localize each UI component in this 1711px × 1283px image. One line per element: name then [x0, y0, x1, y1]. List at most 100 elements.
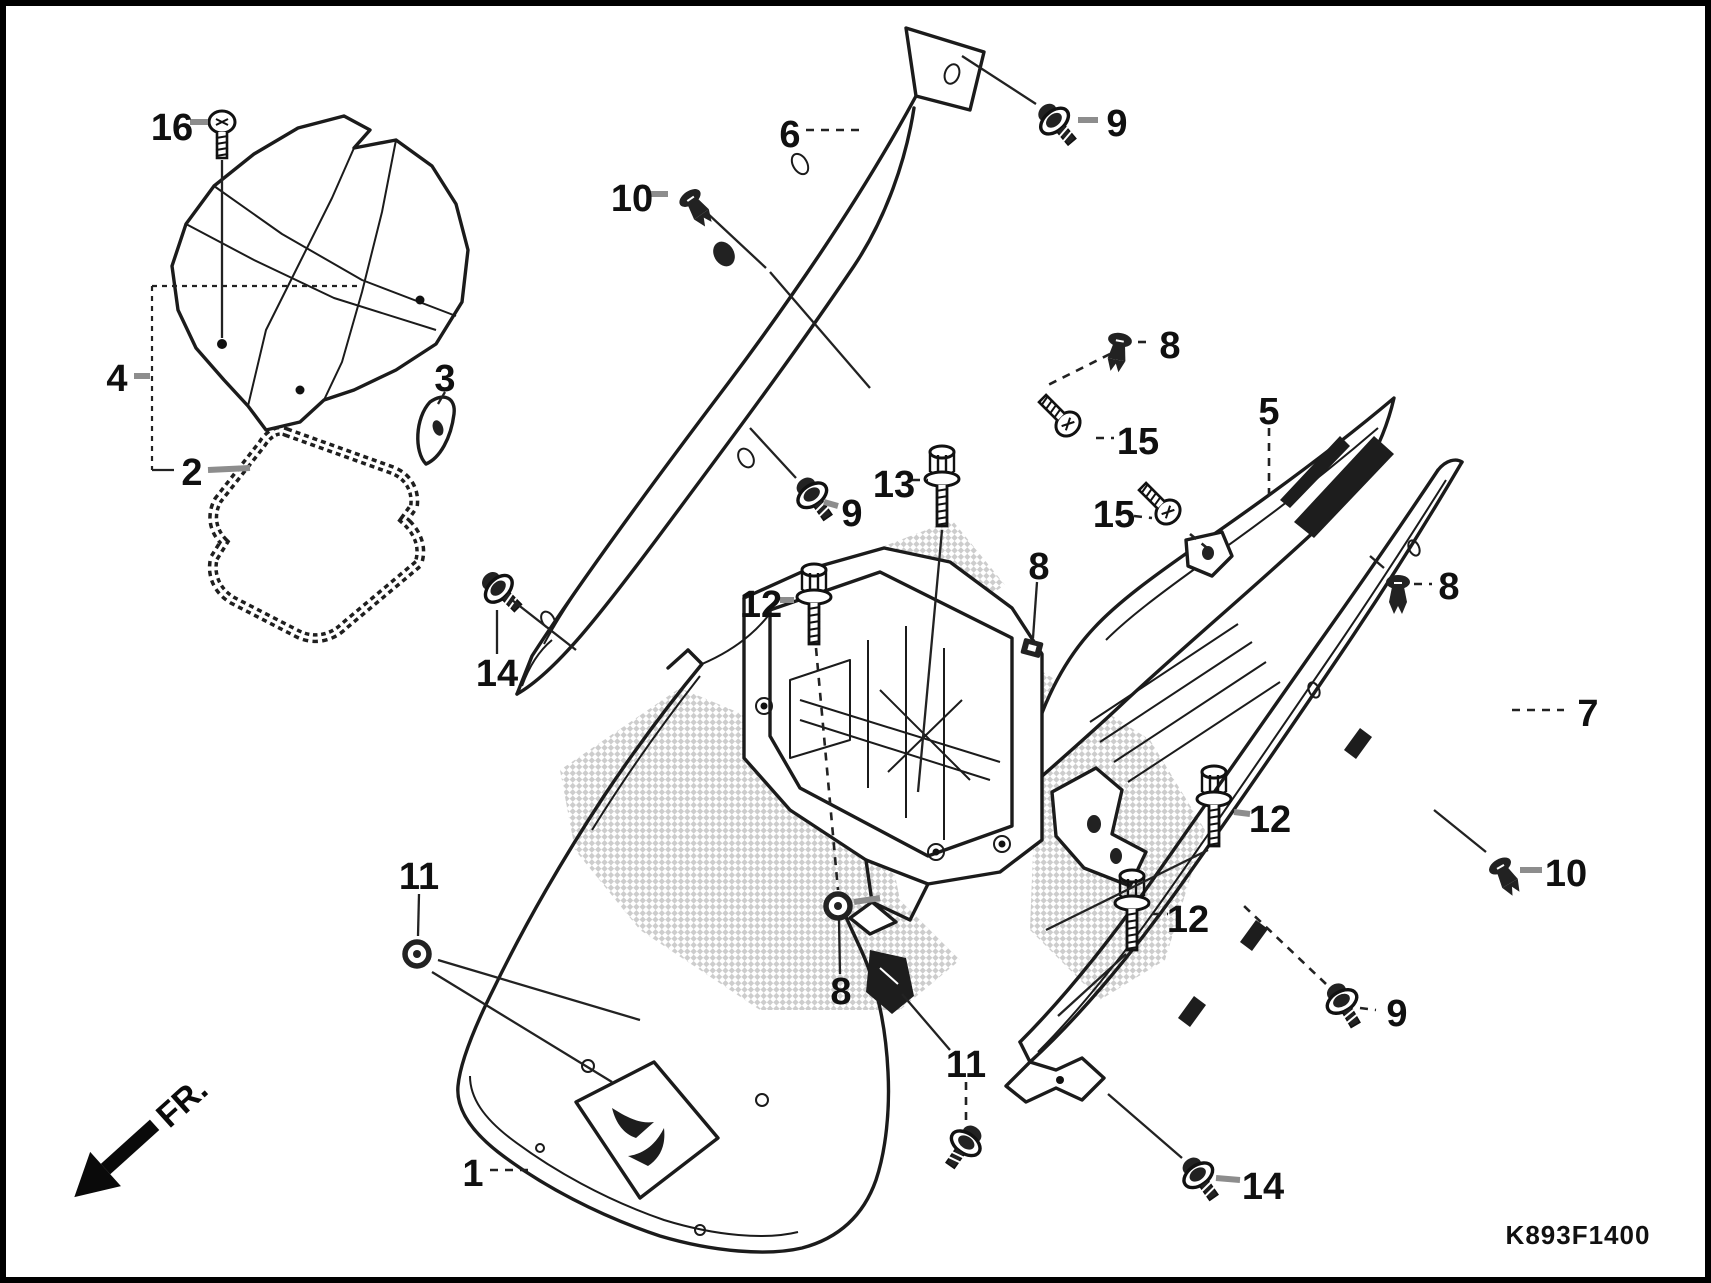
arrow-shaft: [100, 1119, 160, 1175]
panel6-hole: [737, 447, 755, 469]
part-setting-piece: [416, 395, 456, 466]
floor-hole: [581, 1059, 595, 1073]
leader-line: [961, 55, 1037, 105]
callout-5: 5: [1258, 391, 1279, 433]
callout-2: 2: [181, 452, 202, 494]
leader-dash-line: [814, 647, 840, 891]
leader-dash-line: [1045, 352, 1111, 388]
callout-14-left: 14: [476, 653, 518, 695]
callout-11-bottom: 11: [946, 1044, 986, 1086]
panel7-tab: [1178, 996, 1206, 1027]
callout-7: 7: [1577, 693, 1598, 735]
grommet-icon: [405, 942, 429, 966]
leader-stub: [823, 499, 839, 509]
setting-piece-hole: [432, 420, 444, 436]
panel6-hole: [790, 152, 810, 176]
panel7-foot-hole: [1056, 1076, 1064, 1084]
panel6-grommet: [713, 241, 735, 267]
leader-line: [837, 919, 842, 975]
callout-9-bottom: 9: [1386, 993, 1407, 1035]
group-bracket: [150, 284, 362, 470]
panel6-top-tab: [904, 26, 986, 112]
cover-outline: [170, 114, 470, 432]
panel6-inner-line: [543, 139, 893, 645]
part-inner-cover: [170, 114, 470, 432]
floor-inner-left-edge: [591, 675, 701, 831]
panel5-tab-hole: [1202, 546, 1214, 560]
callout-16: 16: [151, 107, 193, 149]
panel6-tab-hole: [943, 63, 961, 85]
floor-hole: [755, 1093, 769, 1107]
leader-line: [769, 271, 871, 389]
callout-10-left: 10: [611, 178, 653, 220]
leader-line: [437, 958, 641, 1022]
floor-inner-bottom-edge: [469, 1075, 799, 1237]
box-bottom-flange: [864, 858, 930, 922]
panel5-bracket-hole: [1087, 815, 1101, 833]
callout-9-mid: 9: [841, 493, 862, 535]
callout-1: 1: [462, 1153, 483, 1195]
box-boss: [755, 697, 773, 715]
callout-14-right: 14: [1242, 1166, 1284, 1208]
callout-8-d: 8: [830, 971, 851, 1013]
callout-15-b: 15: [1093, 494, 1135, 536]
leader-line: [916, 529, 944, 793]
callout-11-left: 11: [399, 856, 439, 898]
leader-line: [511, 599, 577, 651]
panel7-foot-bracket: [1004, 1056, 1106, 1104]
leader-line: [749, 427, 797, 479]
leader-stub: [207, 465, 251, 473]
panel7-lower-edge: [1018, 468, 1440, 1044]
box-shelf-lines: [799, 699, 1001, 781]
box-boss-hole: [760, 702, 768, 710]
floor-rear-bracket: [866, 950, 914, 1014]
panel5-bracket-hole: [1110, 848, 1122, 864]
part-rubber-seal: [207, 425, 426, 644]
callout-8-a: 8: [1159, 325, 1180, 367]
leader-dash-line: [1189, 532, 1213, 554]
leader-line: [1369, 555, 1385, 569]
callout-10-right: 10: [1545, 853, 1587, 895]
callout-12-a: 12: [740, 584, 782, 626]
floor-corner-tick: [666, 648, 690, 670]
figure-code: K893F1400: [1506, 1220, 1651, 1250]
callout-labels: 16 4 2 3 6 9 10 13 9 15 15 5 8 8 8 12 12…: [106, 103, 1598, 1208]
box-boss: [927, 843, 945, 861]
panel7-tab: [1240, 920, 1268, 951]
box-boss: [993, 835, 1011, 853]
leader-line: [1057, 953, 1127, 1017]
floor-to-box-line: [701, 615, 769, 665]
callout-13: 13: [873, 464, 915, 506]
leader-lines: [134, 55, 1564, 1183]
floor-footpad: [574, 1060, 720, 1200]
part-right-side-molding: [1004, 458, 1464, 1104]
footpad-emblem: [628, 1128, 665, 1166]
callout-8-b: 8: [1438, 566, 1459, 608]
cover-screw-hole: [217, 339, 227, 349]
cover-fold-line: [213, 185, 457, 317]
stipple-patch-center: [560, 688, 960, 1010]
panel7-top-cap: [1436, 458, 1464, 472]
cover-fold-line: [247, 147, 355, 407]
callout-15-a: 15: [1117, 421, 1159, 463]
leader-stub: [1233, 809, 1251, 817]
box-boss-hole: [932, 848, 940, 856]
box-foot: [848, 900, 898, 936]
panel7-upper-edge: [1028, 460, 1464, 1064]
box-compartment: [789, 659, 851, 759]
seal-ring-core: [211, 429, 422, 640]
box-cross-brace: [879, 689, 971, 781]
leader-line: [437, 391, 446, 405]
panel7-hole: [1407, 539, 1421, 557]
box-inner-rim: [768, 570, 1014, 858]
panel6-tip-line: [521, 639, 553, 687]
cover-fold-line: [185, 223, 437, 331]
panel5-ribs: [1089, 623, 1281, 783]
cover-fold-line: [323, 139, 397, 401]
leader-line: [1031, 581, 1039, 639]
leader-line: [416, 893, 421, 937]
leader-stub: [853, 895, 881, 905]
leader-dash-line: [1243, 905, 1327, 985]
